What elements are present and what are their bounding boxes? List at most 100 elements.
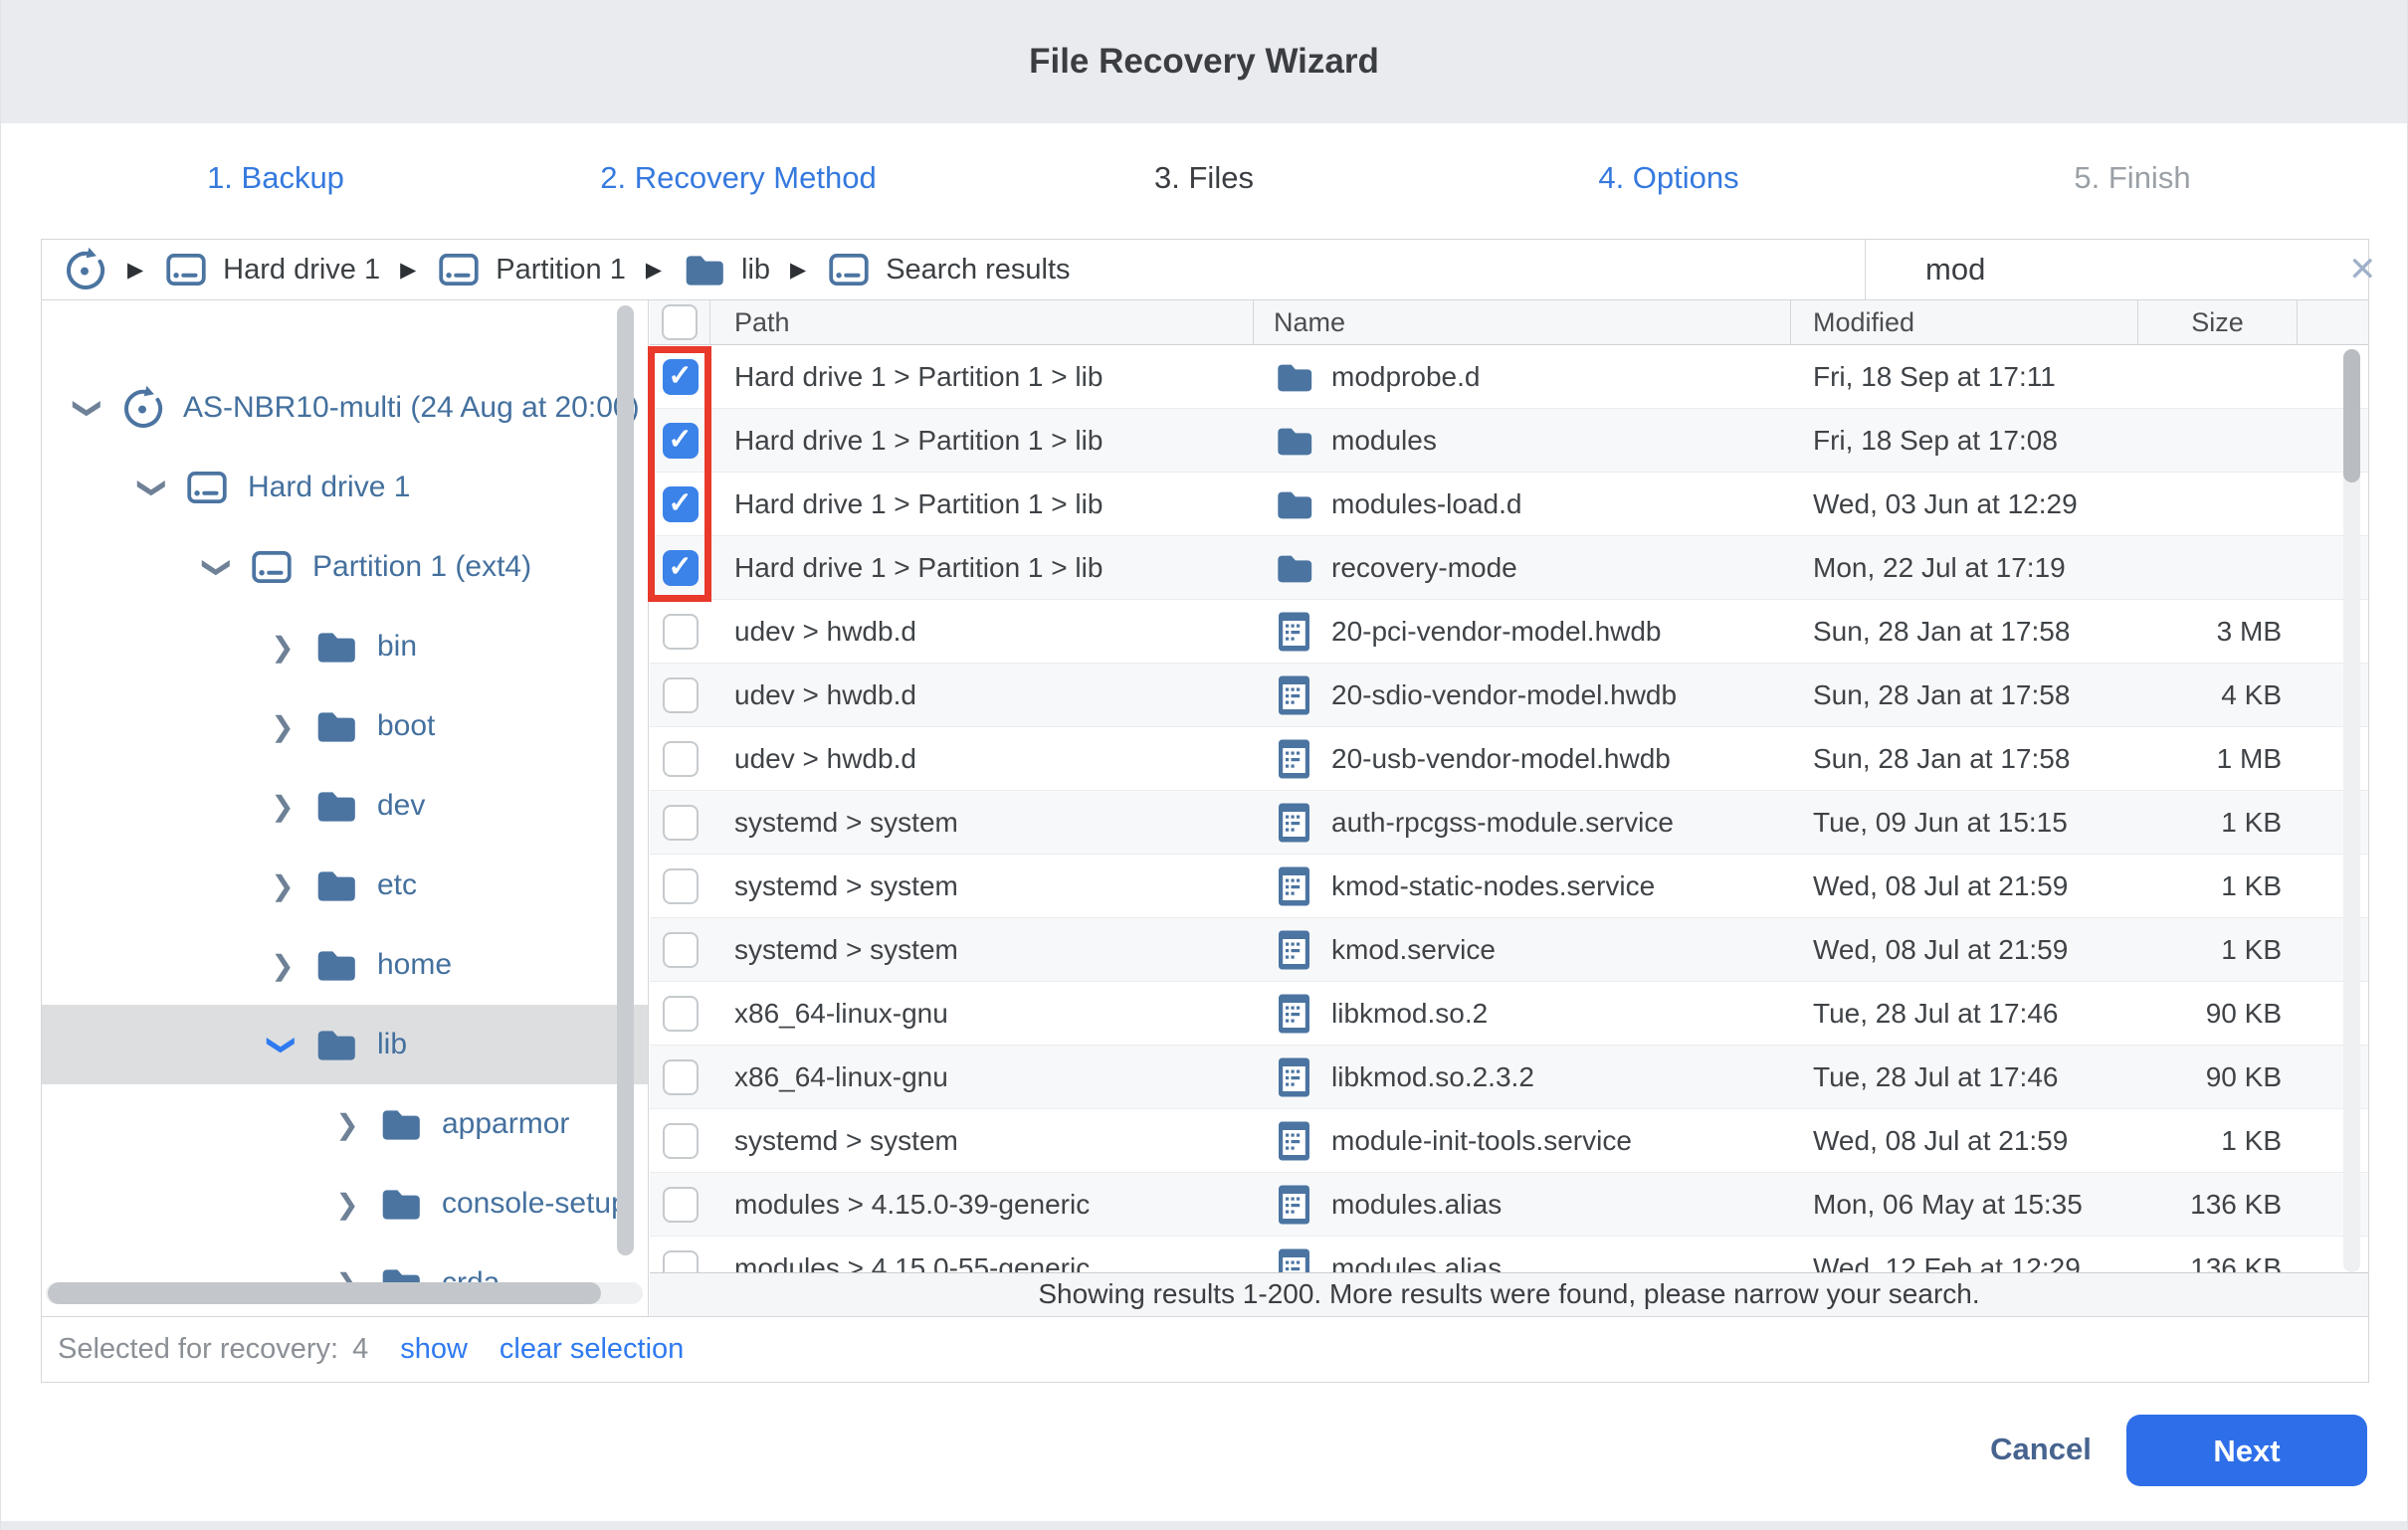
tree-item-home[interactable]: ❯home xyxy=(42,925,648,1005)
row-checkbox[interactable] xyxy=(662,867,699,904)
file-icon xyxy=(1274,992,1315,1036)
row-checkbox-checked[interactable] xyxy=(662,485,699,522)
folder-icon xyxy=(682,247,727,292)
breadcrumb-item-search-results[interactable]: Search results xyxy=(826,247,1071,292)
chevron-right-icon[interactable]: ❯ xyxy=(271,710,295,742)
tree-item-apparmor[interactable]: ❯apparmor xyxy=(42,1084,648,1164)
row-checkbox-checked[interactable] xyxy=(662,549,699,586)
cell-modified: Wed, 08 Jul at 21:59 xyxy=(1813,933,2069,965)
window-bottom-edge xyxy=(1,1521,2407,1530)
row-checkbox[interactable] xyxy=(662,1058,699,1095)
chevron-down-icon[interactable]: ❯ xyxy=(73,396,104,420)
drive-icon xyxy=(247,544,297,590)
breadcrumb-item-lib[interactable]: lib xyxy=(682,247,770,292)
cell-modified: Sun, 28 Jan at 17:58 xyxy=(1813,678,2071,710)
cell-size: 90 KB xyxy=(2205,997,2282,1029)
select-all-checkbox[interactable] xyxy=(662,304,698,340)
breadcrumb-item-partition-1[interactable]: Partition 1 xyxy=(436,247,626,292)
breadcrumb-item-hard-drive-1[interactable]: Hard drive 1 xyxy=(163,247,380,292)
cell-path: modules > 4.15.0-39-generic xyxy=(734,1188,1091,1220)
page-title: File Recovery Wizard xyxy=(1029,42,1379,81)
file-name: modprobe.d xyxy=(1331,360,1481,392)
row-checkbox[interactable] xyxy=(662,613,699,650)
tree-item-partition-1-ext4[interactable]: ❯Partition 1 (ext4) xyxy=(42,527,648,607)
search-input[interactable] xyxy=(1923,251,2324,288)
folder-icon xyxy=(311,624,361,669)
table-vertical-scrollbar-thumb[interactable] xyxy=(2343,349,2360,482)
chevron-right-icon[interactable]: ❯ xyxy=(335,1188,359,1220)
column-header-spacer xyxy=(2298,300,2368,344)
column-header-path[interactable]: Path xyxy=(710,300,1254,344)
chevron-down-icon[interactable]: ❯ xyxy=(267,1033,299,1056)
breadcrumb-item-backup[interactable] xyxy=(62,247,107,292)
table-row[interactable]: Hard drive 1 > Partition 1 > librecovery… xyxy=(650,536,2368,600)
cell-path: x86_64-linux-gnu xyxy=(734,1060,948,1092)
show-link[interactable]: show xyxy=(400,1333,468,1365)
step-backup[interactable]: 1. Backup xyxy=(207,160,344,195)
cell-size: 1 KB xyxy=(2221,869,2282,901)
cell-size: 1 KB xyxy=(2221,806,2282,838)
cell-name: recovery-mode xyxy=(1254,536,1791,599)
chevron-right-icon[interactable]: ❯ xyxy=(271,631,295,663)
tree-item-as-nbr10-multi-24-aug-at-20-00[interactable]: ❯AS-NBR10-multi (24 Aug at 20:00) xyxy=(42,368,648,448)
tree-item-boot[interactable]: ❯boot xyxy=(42,686,648,766)
row-checkbox-checked[interactable] xyxy=(662,358,699,395)
cell-name: modprobe.d xyxy=(1254,345,1791,408)
tree-item-etc[interactable]: ❯etc xyxy=(42,846,648,925)
cell-size xyxy=(2138,536,2298,599)
table-row[interactable]: Hard drive 1 > Partition 1 > libmodprobe… xyxy=(650,345,2368,409)
tree-item-hard-drive-1[interactable]: ❯Hard drive 1 xyxy=(42,448,648,527)
breadcrumb-separator-icon: ▶ xyxy=(645,258,663,282)
row-checkbox[interactable] xyxy=(662,1249,699,1272)
chevron-right-icon[interactable]: ❯ xyxy=(335,1108,359,1140)
row-checkbox[interactable] xyxy=(662,804,699,841)
step-recovery-method[interactable]: 2. Recovery Method xyxy=(600,160,877,195)
row-checkbox[interactable] xyxy=(662,995,699,1032)
folder-icon xyxy=(311,783,361,829)
chevron-down-icon[interactable]: ❯ xyxy=(137,476,169,499)
chevron-right-icon[interactable]: ❯ xyxy=(271,790,295,822)
status-bar: Selected for recovery: 4 show clear sele… xyxy=(42,1316,2368,1382)
clear-search-icon[interactable]: ✕ xyxy=(2348,251,2377,288)
tree-item-dev[interactable]: ❯dev xyxy=(42,766,648,846)
table-row[interactable]: Hard drive 1 > Partition 1 > libmodulesF… xyxy=(650,409,2368,473)
row-checkbox-checked[interactable] xyxy=(662,422,699,459)
row-checkbox[interactable] xyxy=(662,1186,699,1223)
tree-horizontal-scrollbar[interactable] xyxy=(46,1282,643,1304)
next-button[interactable]: Next xyxy=(2126,1415,2367,1486)
tree-item-crda[interactable]: ❯crda xyxy=(42,1243,648,1316)
column-header-name[interactable]: Name xyxy=(1254,300,1791,344)
search-box: ✕ xyxy=(1865,240,2377,299)
chevron-down-icon[interactable]: ❯ xyxy=(202,555,234,579)
clear-selection-link[interactable]: clear selection xyxy=(499,1333,685,1365)
tree-item-lib[interactable]: ❯lib xyxy=(42,1005,648,1084)
column-header-modified[interactable]: Modified xyxy=(1791,300,2138,344)
chevron-right-icon[interactable]: ❯ xyxy=(271,869,295,901)
table-row[interactable]: Hard drive 1 > Partition 1 > libmodules-… xyxy=(650,473,2368,536)
row-checkbox[interactable] xyxy=(662,740,699,777)
row-checkbox[interactable] xyxy=(662,1122,699,1159)
tree-horizontal-scrollbar-thumb[interactable] xyxy=(48,1282,601,1304)
table-vertical-scrollbar[interactable] xyxy=(2343,349,2360,1272)
column-header-size[interactable]: Size xyxy=(2138,300,2298,344)
row-checkbox[interactable] xyxy=(662,931,699,968)
row-checkbox[interactable] xyxy=(662,676,699,713)
tree-vertical-scrollbar[interactable] xyxy=(617,305,634,1255)
cancel-button[interactable]: Cancel xyxy=(1990,1432,2092,1466)
step-options[interactable]: 4. Options xyxy=(1598,160,1739,195)
chevron-right-icon[interactable]: ❯ xyxy=(271,949,295,981)
tree-item-console-setup[interactable]: ❯console-setup xyxy=(42,1164,648,1243)
tree-item-bin[interactable]: ❯bin xyxy=(42,607,648,686)
breadcrumb-separator-icon: ▶ xyxy=(400,258,417,282)
